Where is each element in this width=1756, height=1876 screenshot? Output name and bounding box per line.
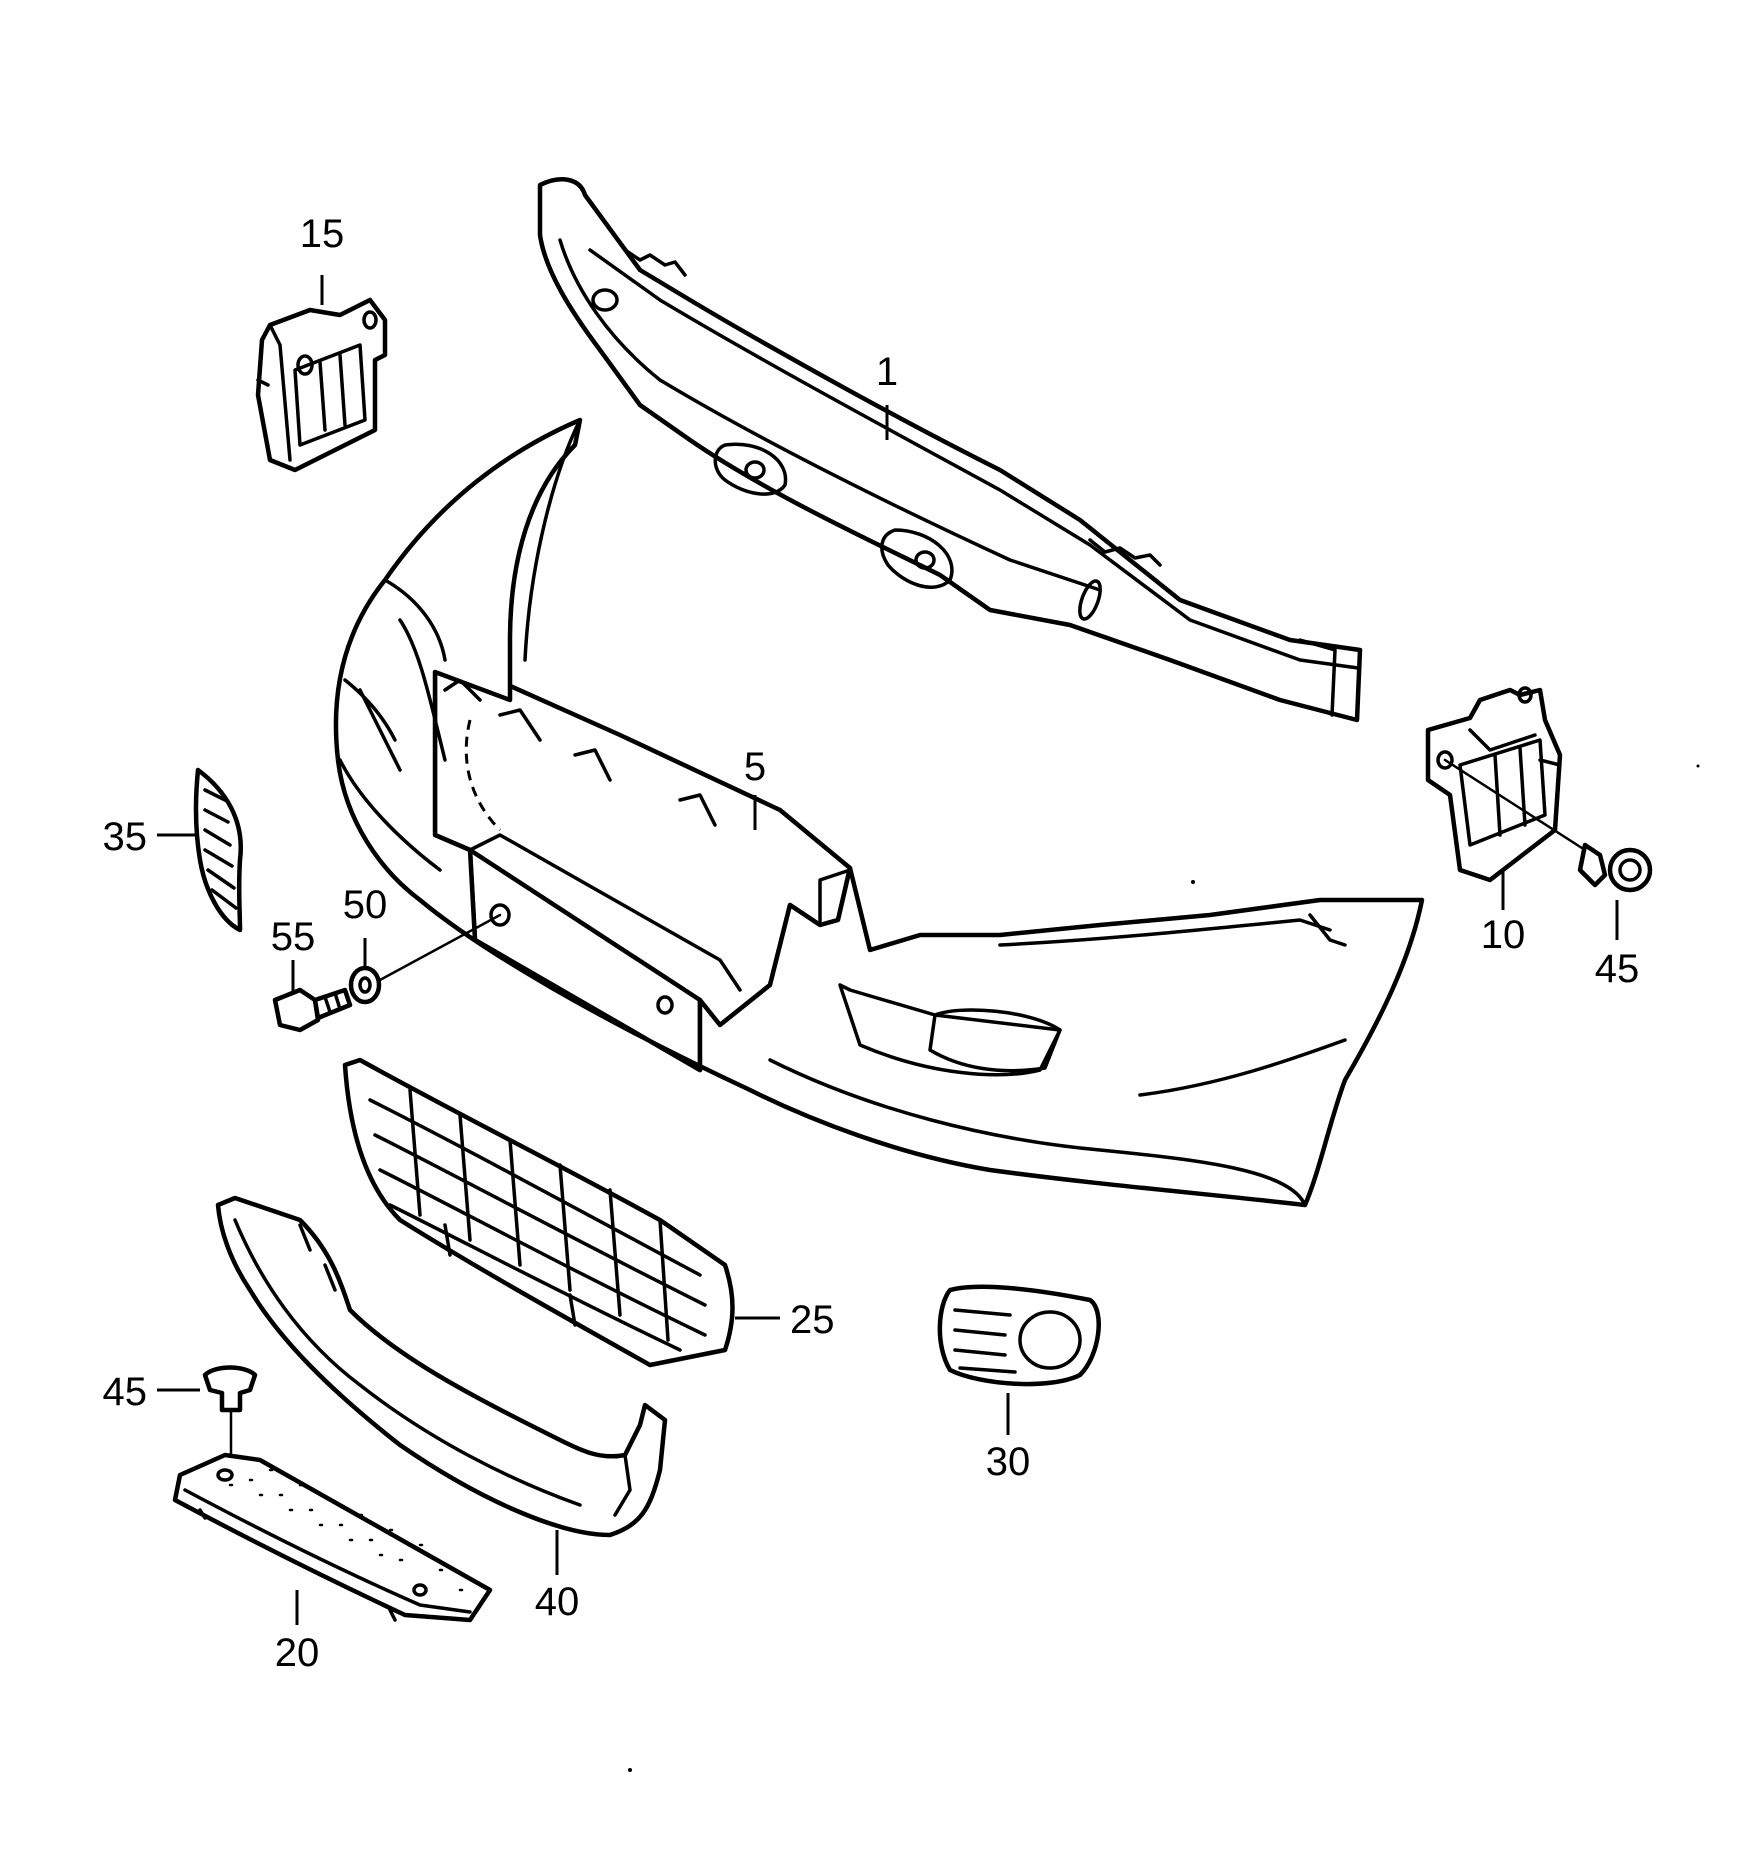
- callout-45-lower: 45: [103, 1370, 148, 1414]
- callout-10: 10: [1481, 913, 1526, 957]
- callout-30: 30: [986, 1440, 1031, 1484]
- part-40-lower-spoiler: [215, 1195, 668, 1538]
- callout-labels: 1 5 10 15 20 25 30 35 40 45 45 50 55: [103, 212, 1640, 1675]
- callout-45-right: 45: [1595, 947, 1640, 991]
- callout-55: 55: [271, 915, 316, 959]
- callout-35: 35: [103, 815, 148, 859]
- callout-15: 15: [300, 212, 345, 256]
- part-45-clip-right: [1443, 758, 1653, 893]
- bumper-cover: [333, 417, 1425, 1208]
- part-25-lower-grille: [342, 1057, 735, 1368]
- part-5-license-plate-mount: [432, 665, 853, 1073]
- part-50-washer: [348, 913, 502, 1005]
- callout-25: 25: [790, 1298, 835, 1342]
- part-20-underbody-plate: [172, 1452, 493, 1623]
- part-35-left-grille: [193, 767, 244, 933]
- part-15-left-bracket: [255, 297, 388, 473]
- callout-40: 40: [535, 1580, 580, 1624]
- callout-5: 5: [744, 745, 766, 789]
- callout-20: 20: [275, 1631, 320, 1675]
- part-10-right-bracket: [1425, 686, 1563, 883]
- part-1-reinforcement-beam: [537, 177, 1363, 723]
- callout-50: 50: [343, 883, 388, 927]
- leader-lines: [157, 275, 1619, 1625]
- callout-1: 1: [876, 350, 898, 394]
- part-55-screw: [272, 987, 353, 1033]
- part-30-fog-lamp-grille: [937, 1284, 1101, 1387]
